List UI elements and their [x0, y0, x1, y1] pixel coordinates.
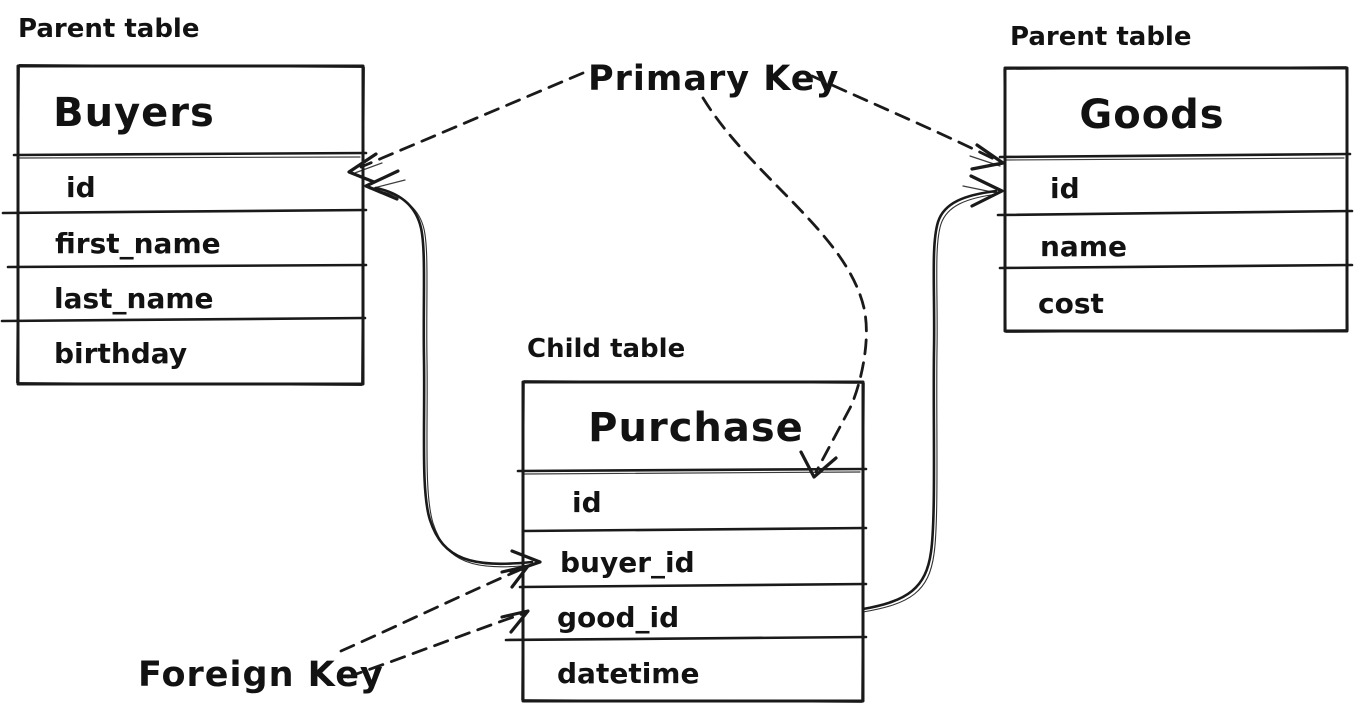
purchase-row-separator	[504, 635, 868, 642]
goods-caption: Parent table	[1010, 22, 1191, 52]
purchase-table: Child table Purchase id buyer_id good_id…	[504, 334, 868, 703]
goods-row-cost: cost	[1038, 287, 1104, 320]
relation-line-goods-purchase	[861, 189, 998, 611]
goods-table: Parent table Goods id name cost	[996, 22, 1354, 333]
relation-goods-purchase	[861, 174, 1004, 613]
buyers-title-separator	[12, 151, 368, 157]
purchase-title-separator-sketch	[523, 471, 861, 475]
purchase-row-separator	[521, 526, 868, 533]
relation-arrowhead-at-goods-id	[969, 174, 1004, 208]
buyers-row-separator	[0, 316, 367, 323]
relation-arrowhead-at-goods-id-sketch	[962, 185, 998, 194]
goods-row-separator	[996, 209, 1354, 217]
pk-arrowhead-goods-sketch	[969, 155, 1001, 167]
relation-line-goods-purchase-sketch	[862, 193, 999, 613]
goods-title-separator-sketch	[1005, 157, 1345, 161]
buyers-row-last-name: last_name	[54, 282, 214, 315]
relation-arrowhead-at-buyer-id	[509, 549, 542, 574]
purchase-row-separator	[518, 582, 868, 589]
fk-arrow-to-good-id	[346, 612, 524, 679]
goods-border-sketch	[1003, 66, 1349, 333]
fk-arrowhead-good-id	[500, 609, 530, 634]
relation-line-buyers-purchase	[374, 186, 534, 566]
buyers-row-first-name: first_name	[55, 227, 221, 260]
relation-arrowhead-at-buyers-id-sketch	[369, 179, 406, 190]
buyers-title-separator-sketch	[19, 156, 361, 159]
buyers-row-id: id	[66, 171, 96, 204]
fk-arrow-to-buyer-id	[339, 567, 524, 653]
pk-arrowhead-buyers	[347, 152, 378, 184]
relation-buyers-purchase	[364, 169, 542, 574]
buyers-row-separator	[6, 263, 368, 269]
foreign-key-label: Foreign Key	[138, 655, 384, 695]
purchase-title: Purchase	[588, 405, 804, 451]
purchase-row-id: id	[572, 486, 602, 519]
purchase-row-good-id: good_id	[557, 601, 679, 634]
buyers-row-separator	[1, 208, 368, 215]
buyers-table: Parent table Buyers id first_name last_n…	[0, 14, 368, 387]
goods-row-id: id	[1050, 172, 1080, 205]
pk-arrow-to-purchase-id	[701, 96, 868, 474]
primary-key-label: Primary Key	[588, 59, 839, 99]
pk-arrowhead-purchase	[799, 450, 838, 479]
pk-arrowhead-goods	[970, 143, 1005, 171]
purchase-row-datetime: datetime	[557, 657, 699, 690]
buyers-title: Buyers	[53, 90, 215, 136]
goods-row-name: name	[1040, 230, 1127, 263]
purchase-title-separator	[516, 467, 868, 473]
pk-arrow-to-goods-id	[810, 74, 1000, 163]
buyers-border-sketch	[16, 63, 365, 387]
primary-key-arrows	[347, 71, 1005, 479]
buyers-row-birthday: birthday	[54, 337, 187, 370]
foreign-key-arrows	[339, 564, 530, 679]
goods-row-separator	[998, 263, 1354, 270]
purchase-row-buyer-id: buyer_id	[560, 546, 695, 579]
goods-title: Goods	[1079, 92, 1224, 138]
purchase-border-sketch	[521, 380, 865, 703]
pk-arrow-to-buyers-id	[359, 71, 585, 169]
purchase-caption: Child table	[527, 334, 685, 364]
pk-arrowhead-buyers-sketch	[351, 162, 383, 175]
goods-title-separator	[998, 152, 1352, 159]
relation-arrowhead-at-buyers-id	[364, 169, 400, 201]
buyers-caption: Parent table	[18, 14, 199, 44]
relation-line-buyers-purchase-sketch	[378, 190, 533, 568]
